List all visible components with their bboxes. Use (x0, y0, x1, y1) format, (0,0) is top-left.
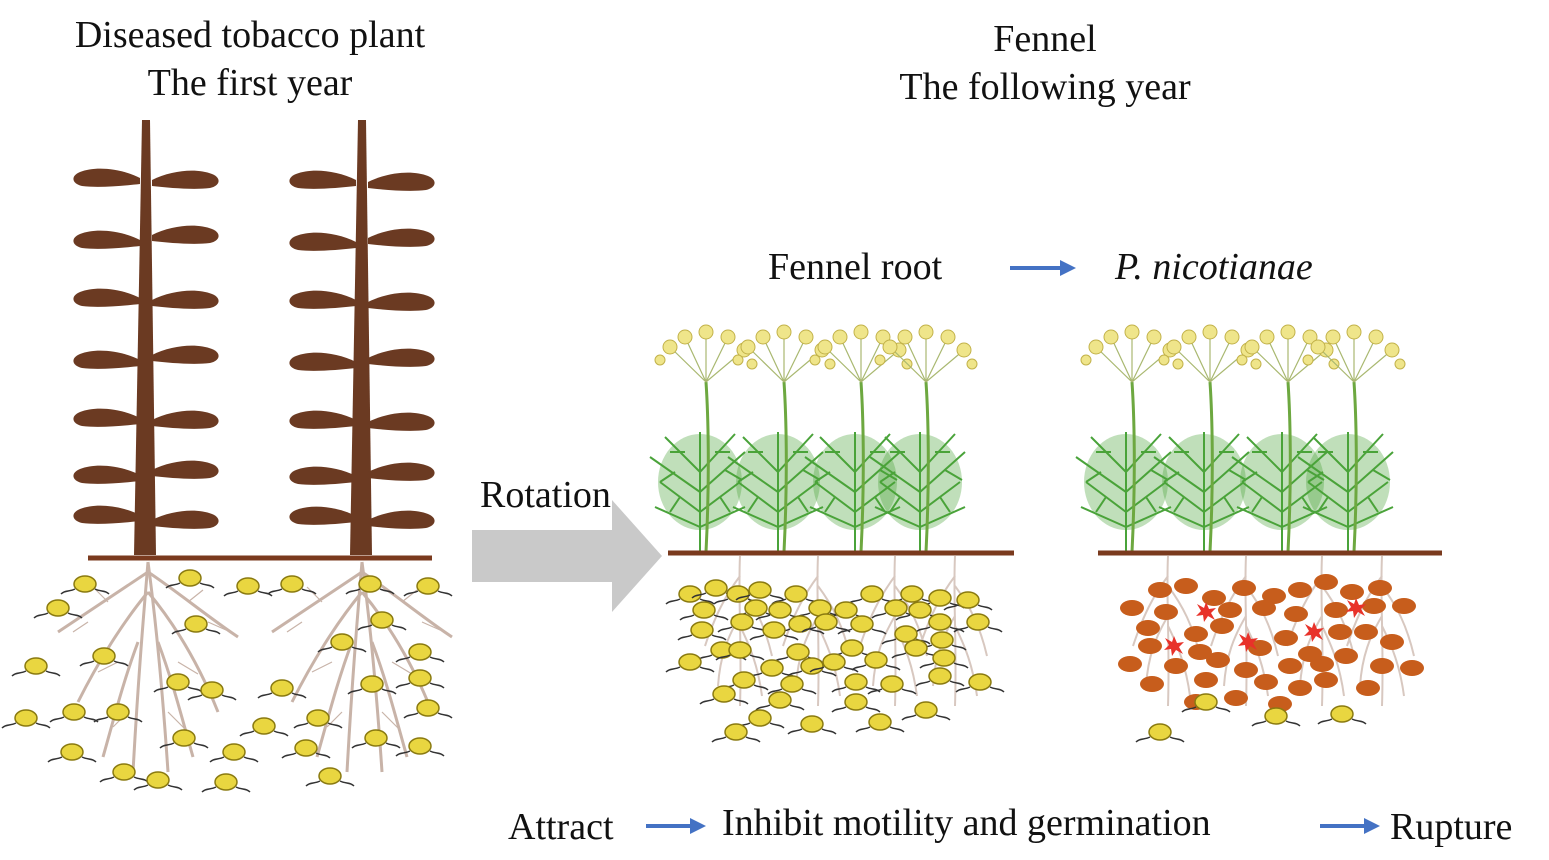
ruptured-cells (1118, 574, 1424, 712)
process-arrow1-icon (646, 818, 706, 834)
right-title-line1: Fennel (993, 18, 1097, 60)
process-step3-label: Rupture (1390, 806, 1513, 848)
tobacco-root-1 (56, 560, 240, 774)
right-title-line2: The following year (899, 66, 1191, 108)
fennel-group-2 (1074, 323, 1415, 707)
relation-target-label: P. nicotianae (1115, 246, 1313, 288)
process-arrow2-icon (1320, 818, 1380, 834)
tobacco-plant-2 (289, 120, 435, 555)
right-zoospores (1135, 693, 1367, 743)
left-title-line1: Diseased tobacco plant (74, 14, 426, 56)
fennel-group-1 (648, 323, 988, 707)
relation-arrow-icon (1010, 260, 1076, 276)
relation-source-label: Fennel root (768, 246, 943, 288)
process-step2-label: Inhibit motility and germination (722, 802, 1211, 844)
tobacco-plant-1 (73, 120, 219, 555)
left-title-line2: The first year (147, 62, 353, 104)
middle-zoospores (665, 579, 1005, 743)
rotation-label: Rotation (480, 474, 611, 516)
process-step1-label: Attract (508, 806, 614, 848)
rotation-arrow-icon (472, 500, 662, 612)
